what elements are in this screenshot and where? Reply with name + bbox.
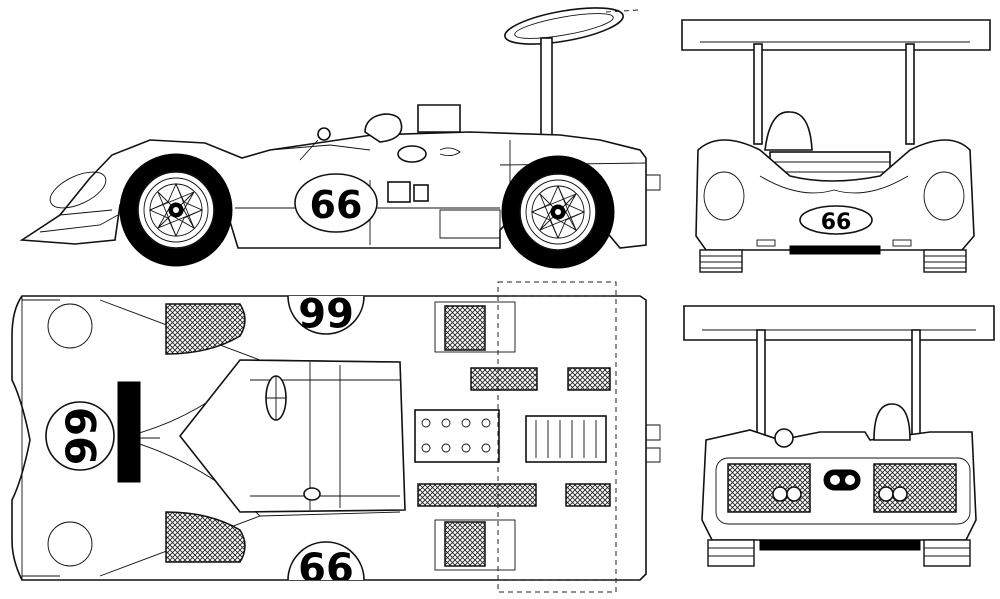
side-rear-wheel [501, 155, 615, 269]
top-nose-number: 66 [56, 407, 105, 465]
rear-view [683, 305, 995, 567]
rear-wing [683, 305, 995, 341]
side-view: 66 [19, 7, 661, 269]
front-wing [681, 19, 991, 51]
side-car-number: 66 [310, 183, 363, 227]
front-car-number: 66 [821, 210, 852, 235]
side-rear-wing [504, 7, 639, 139]
top-left-number: 66 [298, 288, 354, 334]
top-view: 66 66 66 [11, 281, 661, 593]
top-right-number: 66 [298, 546, 354, 592]
front-view: 66 [681, 19, 991, 273]
side-front-wheel [119, 153, 233, 267]
